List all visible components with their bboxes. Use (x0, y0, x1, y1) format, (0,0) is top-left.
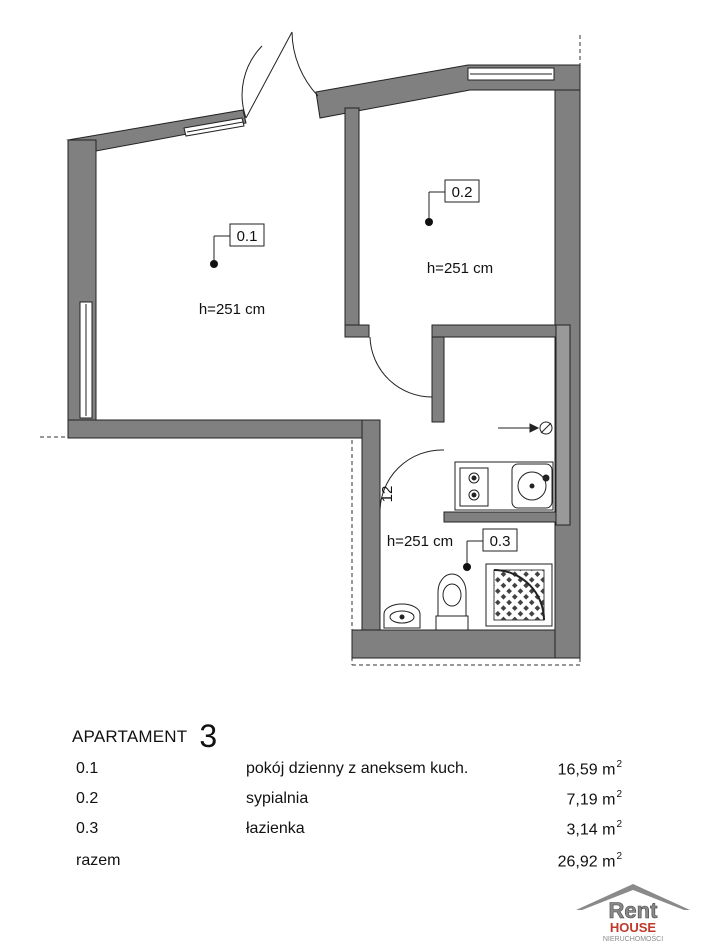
legend-row-area: 3,14 m2 (566, 819, 622, 839)
entrance-door-swing (291, 31, 319, 97)
bedroom-door-swing (369, 336, 433, 398)
wall-right-inner (555, 324, 571, 526)
legend-row-area: 7,19 m2 (566, 789, 622, 809)
wall-bottom (351, 629, 581, 659)
entrance-door-leaf (245, 31, 293, 119)
legend-row-name: sypialnia (246, 790, 309, 807)
room-0.2-height: h=251 cm (427, 260, 493, 277)
wall-bedroom-left (344, 107, 360, 331)
room-0.3-height: h=251 cm (387, 533, 453, 550)
bathroom-fixtures (383, 563, 553, 631)
logo-line3: NIERUCHOMOŚCI (603, 934, 663, 942)
logo-line1: Rent (609, 898, 659, 923)
legend-row-id: 0.3 (76, 820, 99, 837)
rent-house-logo: Rent HOUSE NIERUCHOMOŚCI (576, 884, 690, 942)
legend-row-total: razem 26,92 m2 (0, 851, 702, 876)
room-0.2-marker: 0.2 h=251 cm (425, 179, 493, 277)
legend-row: 0.3 łazienka 3,14 m2 (0, 819, 702, 844)
room-0.2-id: 0.2 (452, 184, 473, 201)
wall-kitchen-bottom (443, 511, 557, 523)
toilet-tank (435, 615, 469, 631)
apartment-number: 3 (199, 718, 218, 754)
toilet-bowl (437, 573, 467, 617)
logo-line2: HOUSE (610, 920, 657, 935)
floor-plan: 0.1 h=251 cm 0.2 h=251 cm 0.3 h=251 cm 1… (40, 31, 581, 666)
wall-tag: 12 (379, 486, 396, 503)
legend-row-name: pokój dzienny z aneksem kuch. (246, 760, 469, 777)
wall-corridor (67, 419, 381, 439)
logo-roof (576, 884, 690, 910)
kitchen-counter (454, 461, 554, 511)
wall-bedroom-bottom-right (431, 324, 559, 338)
legend-row-id: 0.1 (76, 760, 99, 777)
legend-row-area: 26,92 m2 (557, 851, 622, 871)
legend-row-area: 16,59 m2 (557, 759, 622, 779)
cooktop (459, 467, 489, 507)
room-0.1-marker: 0.1 h=251 cm (199, 223, 265, 318)
bathroom-door-swing (379, 449, 445, 514)
room-0.3-id: 0.3 (490, 533, 511, 550)
legend-row-name: łazienka (246, 820, 305, 837)
legend-row-id: razem (76, 852, 121, 869)
windows (79, 67, 555, 419)
legend-title: APARTAMENT 3 (72, 713, 217, 754)
legend-row-id: 0.2 (76, 790, 99, 807)
legend-row: 0.2 sypialnia 7,19 m2 (0, 789, 702, 814)
doors (241, 31, 445, 514)
room-0.1-height: h=251 cm (199, 301, 265, 318)
legend-title-text: APARTAMENT (72, 727, 188, 746)
room-0.1-id: 0.1 (237, 228, 258, 245)
room-0.3-marker: 0.3 h=251 cm (387, 528, 518, 571)
walls (66, 64, 581, 659)
wall-bedroom-bottom-left (344, 324, 370, 338)
wall-bathroom-left (361, 419, 381, 633)
legend-row: 0.1 pokój dzienny z aneksem kuch. 16,59 … (0, 759, 702, 784)
water-connection (498, 421, 553, 435)
wall-partition (431, 336, 445, 423)
